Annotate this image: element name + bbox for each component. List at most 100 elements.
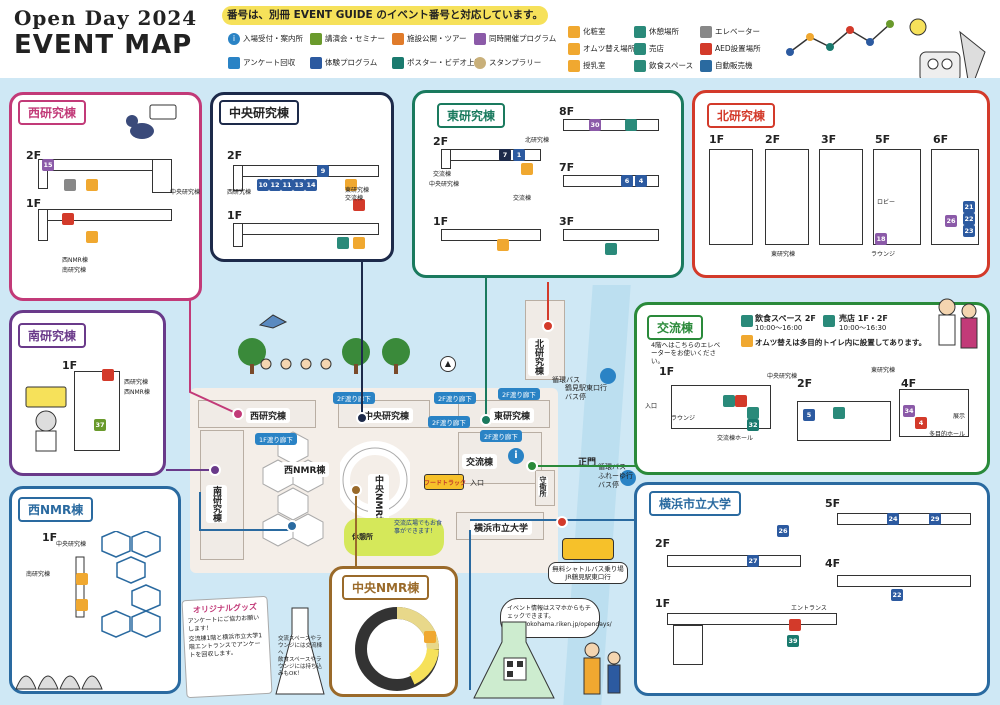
marker-westnmr[interactable]: [286, 520, 298, 532]
main-gate-label: 正門: [578, 458, 597, 468]
campus-label-north[interactable]: 北研究棟: [528, 338, 549, 376]
panel-central-nmr-building[interactable]: 中央NMR棟: [329, 566, 458, 697]
restroom-icon: [568, 26, 580, 39]
campus-label-central[interactable]: 中央研究棟: [360, 408, 414, 423]
cat-illustration-icon: [126, 104, 177, 139]
west-floor-1f: 1F: [26, 197, 42, 210]
marker-east[interactable]: [480, 414, 492, 426]
marker-south[interactable]: [209, 464, 221, 476]
nursing-icon: [568, 59, 580, 72]
diaper-icon: [568, 42, 580, 55]
dining-info: 飲食スペース 2F: [755, 314, 816, 323]
marker-ycu[interactable]: [556, 516, 568, 528]
campus-label-westnmr[interactable]: 西NMR棟: [280, 462, 330, 477]
entrance-label: 入口: [470, 479, 484, 487]
legend-tour: 施設公開・ツアー: [392, 30, 474, 48]
diaper-note: オムツ替えは多目的トイレ内に設置してあります。: [755, 338, 927, 347]
campus-label-west[interactable]: 西研究棟: [246, 408, 291, 423]
event-map-title: EVENT MAP: [14, 30, 193, 60]
panel-east-building[interactable]: 東研究棟 2F 7 1 8F 30 7F 6 4 1F 3F 北研究棟 交流棟 …: [412, 90, 684, 278]
food-note: 交流スペースやラウンジには交流棟へ飲食スペースやラウンジには持ち込みもOK！: [278, 636, 323, 677]
bus-stop-east-label: 鶴見駅東口行バス停: [565, 384, 607, 401]
bridge-west-central: 2F渡り廊下: [333, 392, 375, 404]
info-icon: i: [228, 33, 240, 45]
dining-icon: [634, 59, 646, 72]
panel-ycu-title: 横浜市立大学: [649, 491, 742, 516]
elevator-icon: [700, 26, 712, 39]
info-center-icon[interactable]: i: [508, 448, 524, 464]
legend-lecture: 講演会・セミナー: [310, 30, 392, 48]
panel-east-title: 東研究棟: [437, 103, 506, 128]
panel-ycu-building[interactable]: 横浜市立大学 5F 24 29 2F 27 26 4F 22 1F 39 エント…: [634, 482, 990, 696]
legend-survey: アンケート回収: [228, 54, 310, 72]
panel-central-building[interactable]: 中央研究棟 2F 10 12 11 13 14 9 1F 西研究棟 東研究棟 交…: [210, 92, 394, 262]
campus-label-centralnmr[interactable]: 中央NMR棟: [368, 474, 389, 527]
legend-poster: ポスター・ビデオ上映: [392, 54, 482, 72]
panel-north-building[interactable]: 北研究棟 1F 2F 3F 5F 6F 21 22 23 26 18 東研究棟 …: [692, 90, 990, 278]
facility-legend: 化粧室 休憩場所 エレベーター オムツ替え場所 売店 AED設置場所 授乳室 飲…: [568, 26, 768, 72]
bus-stop-fureyu-icon[interactable]: [620, 470, 636, 486]
bridge-east-exchange: 2F渡り廊下: [480, 430, 522, 442]
shuttle-label: 無料シャトルバス乗り場 JR鶴見駅東口行: [548, 562, 628, 584]
panel-south-title: 南研究棟: [18, 323, 87, 348]
legend-experience: 体験プログラム: [310, 54, 392, 72]
west-floor-2f: 2F: [26, 149, 42, 162]
campus-label-ycu[interactable]: 横浜市立大学: [470, 520, 533, 535]
campus-label-exchange[interactable]: 交流棟: [462, 454, 498, 469]
family-illustration-icon: [583, 642, 621, 695]
bus-stop-east-icon[interactable]: [600, 368, 616, 384]
bus-stop-fureyu-label: ふれーゆ行バス停: [598, 472, 633, 489]
legend-stamp: スタンプラリー: [474, 54, 556, 72]
panel-west-building[interactable]: 西研究棟 2F 15 1F 中央研究棟 西NMR棟 南研究棟: [9, 92, 202, 301]
scientist-illustration-icon: [25, 386, 67, 452]
vending-icon: [700, 59, 712, 72]
people-illustration-icon: [938, 298, 978, 349]
exchange-plaza-note: 交流広場でもお食事ができます！: [394, 520, 443, 535]
aed-icon: [700, 42, 712, 55]
flask-icon: [275, 607, 325, 695]
central-nmr-floorplan: [355, 607, 439, 691]
panel-central-title: 中央研究棟: [219, 100, 300, 125]
food-truck: [424, 474, 464, 490]
panel-exchange-title: 交流棟: [647, 315, 704, 340]
marker-exchange[interactable]: [526, 460, 538, 472]
stamp-icon: [474, 57, 486, 69]
marker-centralnmr[interactable]: [350, 484, 362, 496]
panel-centralnmr-title: 中央NMR棟: [342, 575, 430, 600]
panel-westnmr-title: 西NMR棟: [18, 497, 94, 522]
break-area-label: 休憩所: [352, 533, 373, 541]
bridge-central-exchange: 2F渡り廊下: [428, 416, 470, 428]
bridge-central-east: 2F渡り廊下: [434, 392, 476, 404]
children-illustration-icon: [260, 358, 332, 370]
panel-south-building[interactable]: 南研究棟 1F 37 西研究棟 西NMR棟: [9, 310, 166, 476]
panel-north-title: 北研究棟: [707, 103, 776, 128]
event-number-notice: 番号は、別冊 EVENT GUIDE のイベント番号と対応しています。: [222, 6, 548, 25]
tree-icon: [382, 338, 410, 374]
panel-west-nmr-building[interactable]: 西NMR棟 1F 中央研究棟 南研究棟: [9, 486, 181, 694]
bridge-east-north: 2F渡り廊下: [498, 388, 540, 400]
campus-label-south[interactable]: 南研究棟: [206, 485, 227, 523]
west-nmr-floorplan: [75, 531, 161, 638]
panel-west-title: 西研究棟: [18, 100, 87, 125]
panel-exchange-building[interactable]: 交流棟 飲食スペース 2F 10:00〜16:00 売店 1F・2F 10:00…: [634, 298, 990, 475]
marker-west[interactable]: [232, 408, 244, 420]
molecule-decoration-icon: [786, 20, 894, 56]
goods-card: オリジナルグッズ アンケートにご協力お願いします！ 交流棟1階と横浜市立大学1階…: [181, 595, 273, 699]
compass-icon: ▲: [440, 356, 456, 372]
tree-icon: [238, 338, 266, 374]
shop-icon: [634, 42, 646, 55]
bird-icon: [258, 314, 288, 329]
survey-icon: [228, 57, 240, 69]
rest-icon: [634, 26, 646, 39]
bridge-west-nmr: 1F渡り廊下: [255, 433, 297, 445]
marker-north[interactable]: [542, 320, 554, 332]
marker-central[interactable]: [356, 412, 368, 424]
legend-concurrent: 同時開催プログラム: [474, 30, 556, 48]
shuttle-bus-icon: [562, 538, 614, 560]
qr-flask-icon: [473, 621, 555, 699]
campus-label-east[interactable]: 東研究棟: [490, 408, 535, 423]
food-truck-label: フードトラック: [424, 480, 467, 487]
